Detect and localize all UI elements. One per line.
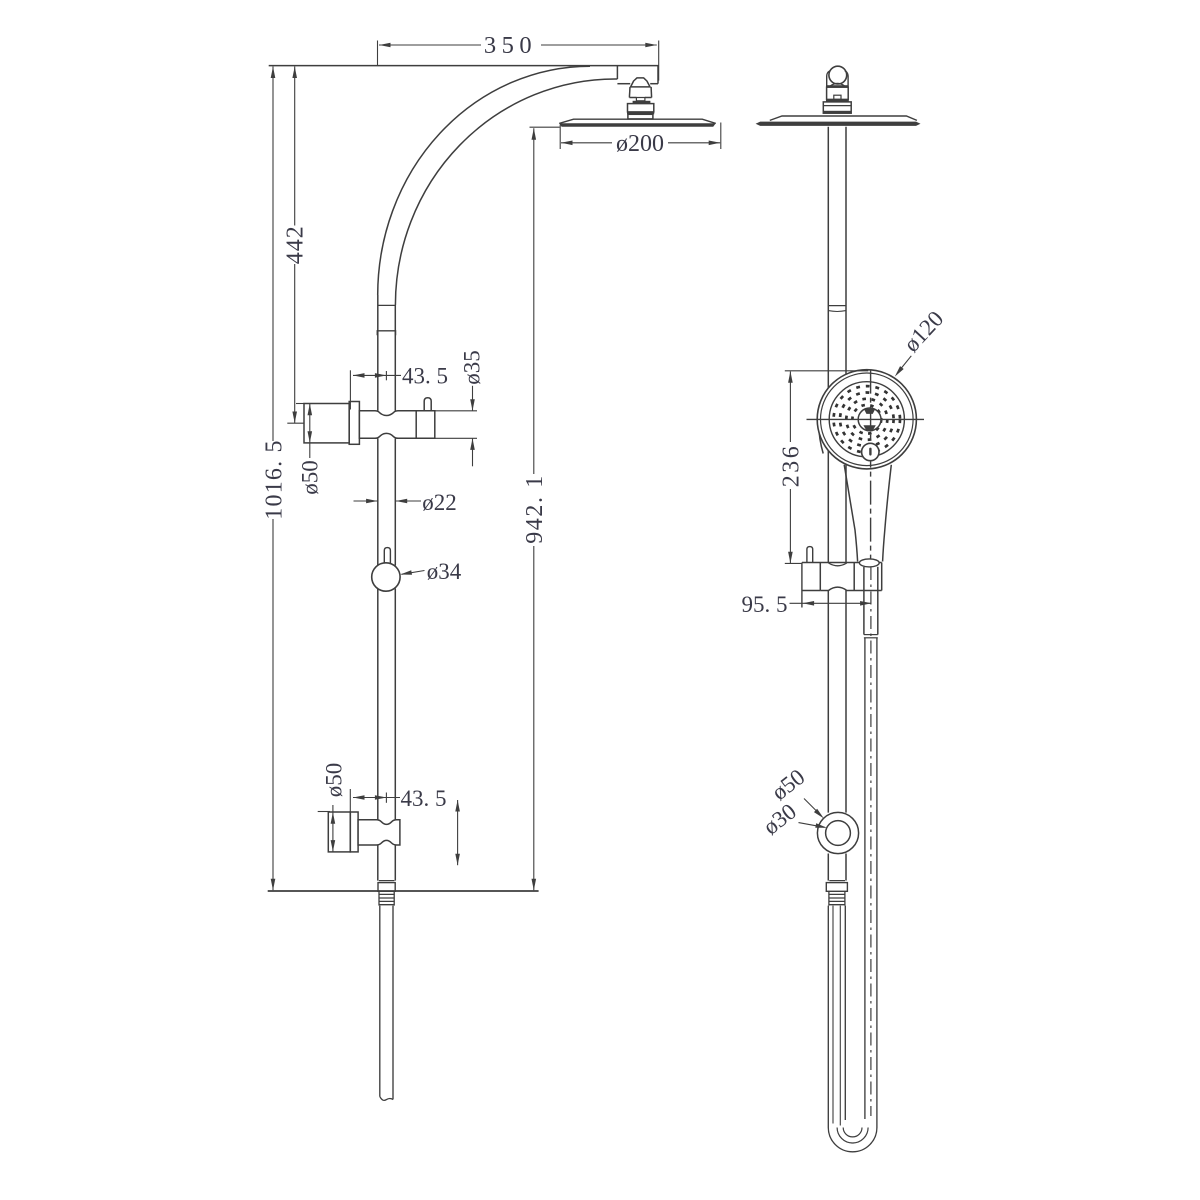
svg-text:ø35: ø35 bbox=[460, 350, 485, 385]
svg-text:1016. 5: 1016. 5 bbox=[261, 439, 287, 519]
svg-text:350: 350 bbox=[484, 32, 537, 59]
svg-text:43. 5: 43. 5 bbox=[401, 786, 447, 811]
svg-text:ø30: ø30 bbox=[758, 799, 801, 840]
svg-text:95. 5: 95. 5 bbox=[742, 592, 788, 617]
svg-text:ø200: ø200 bbox=[616, 131, 664, 157]
svg-text:ø22: ø22 bbox=[422, 490, 457, 515]
svg-text:ø50: ø50 bbox=[298, 460, 323, 495]
svg-text:43. 5: 43. 5 bbox=[402, 364, 448, 389]
svg-text:ø34: ø34 bbox=[427, 559, 462, 584]
svg-text:236: 236 bbox=[779, 444, 805, 488]
svg-text:ø50: ø50 bbox=[322, 763, 347, 798]
svg-text:ø120: ø120 bbox=[899, 306, 949, 357]
svg-text:442: 442 bbox=[283, 225, 309, 264]
svg-text:942. 1: 942. 1 bbox=[522, 474, 548, 544]
svg-text:ø50: ø50 bbox=[767, 764, 810, 805]
